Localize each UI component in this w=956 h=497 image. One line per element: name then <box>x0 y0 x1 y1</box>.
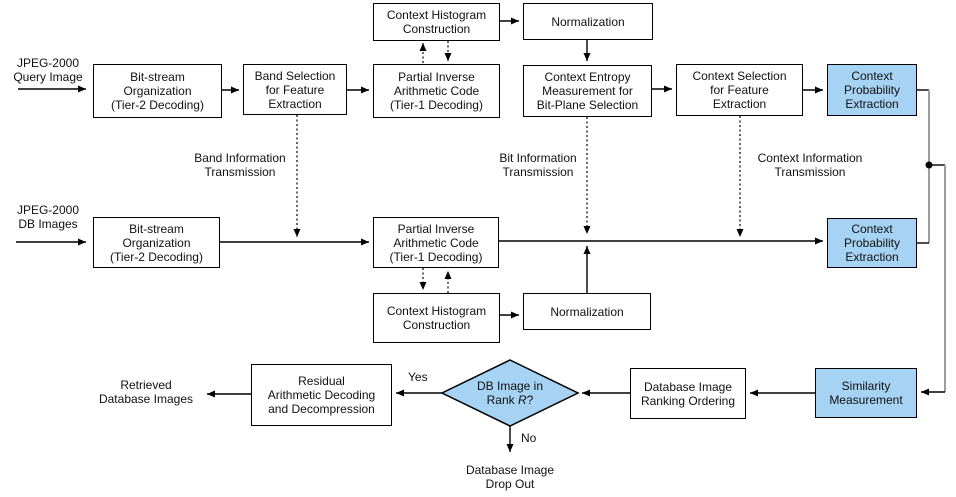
label-line: for Feature <box>265 82 325 97</box>
node-context-entropy: Context Entropy Measurement for Bit-Plan… <box>523 65 652 117</box>
label-line: Similarity <box>841 379 891 393</box>
label-line: Drop Out <box>485 477 535 491</box>
node-partial-inverse-top: Partial Inverse Arithmetic Code (Tier-1 … <box>373 64 500 118</box>
label-line: Measurement for <box>542 84 633 98</box>
label-line: Band Selection <box>254 68 336 83</box>
label-line: Probability <box>843 236 901 250</box>
label-yes: Yes <box>408 370 428 384</box>
node-context-probability-top: Context Probability Extraction <box>827 64 917 116</box>
label-line: Bit-stream <box>129 221 184 236</box>
node-context-probability-bottom: Context Probability Extraction <box>827 218 917 268</box>
decision-diamond <box>440 359 580 427</box>
label-line: Extraction <box>712 97 767 111</box>
label-db-input: JPEG-2000 DB Images <box>4 203 92 231</box>
label-band-information: Band Information Transmission <box>175 151 305 179</box>
label-line: Context <box>851 222 893 236</box>
label-line: (Tier-2 Decoding) <box>110 249 203 264</box>
node-context-selection: Context Selection for Feature Extraction <box>676 64 803 116</box>
label-line: Context Histogram <box>386 304 487 318</box>
label-line: Extraction <box>845 250 899 264</box>
label-line: Query Image <box>13 70 83 84</box>
label-query-input: JPEG-2000 Query Image <box>4 56 92 84</box>
node-normalization-top: Normalization <box>523 3 653 40</box>
rank-suffix: ? <box>526 393 534 407</box>
label-line: Extraction <box>268 96 322 111</box>
label-line: (Tier-1 Decoding) <box>390 98 483 112</box>
node-ranking-ordering: Database Image Ranking Ordering <box>630 368 746 419</box>
node-context-histogram-bottom: Context Histogram Construction <box>373 293 500 343</box>
label-line: Band Information <box>194 151 286 165</box>
label-line: Arithmetic Decoding <box>267 388 376 402</box>
decision-label: DB Image in Rank R? <box>450 379 570 407</box>
label-line: Probability <box>843 83 901 97</box>
label-line: Normalization <box>550 304 624 319</box>
label-line: Bit-Plane Selection <box>536 98 639 112</box>
label-line: DB Image in <box>476 379 544 393</box>
node-similarity-measurement: Similarity Measurement <box>815 368 917 418</box>
label-no: No <box>521 431 537 445</box>
label-line: Transmission <box>774 165 846 179</box>
node-band-selection: Band Selection for Feature Extraction <box>243 64 347 115</box>
label-line: Measurement <box>829 393 903 407</box>
label-line: Context Histogram <box>386 8 487 22</box>
label-line: JPEG-2000 <box>16 203 80 217</box>
label-line: JPEG-2000 <box>16 56 80 70</box>
label-line: Organization <box>123 84 192 98</box>
label-line: Arithmetic Code <box>393 235 479 250</box>
label-line: DB Images <box>18 217 78 231</box>
label-line: and Decompression <box>268 402 375 416</box>
label-line: Extraction <box>845 97 899 111</box>
label-line: Bit Information <box>499 151 577 165</box>
label-line: Context <box>851 69 893 83</box>
label-line: Bit-stream <box>130 70 185 84</box>
node-context-histogram-top: Context Histogram Construction <box>373 3 500 41</box>
rank-variable: R <box>518 393 527 407</box>
node-normalization-bottom: Normalization <box>523 293 651 330</box>
label-line: Database Image <box>643 379 733 394</box>
node-partial-inverse-bottom: Partial Inverse Arithmetic Code (Tier-1 … <box>373 217 499 268</box>
label-line: Residual <box>298 374 345 388</box>
label-line: (Tier-1 Decoding) <box>389 249 483 264</box>
label-line: Rank R? <box>450 393 570 407</box>
label-line: Organization <box>122 235 191 250</box>
node-bitstream-organization-db: Bit-stream Organization (Tier-2 Decoding… <box>93 217 220 268</box>
label-line: Context Entropy <box>544 70 631 84</box>
label-line: Database Images <box>98 392 194 406</box>
label-line: Retrieved <box>120 378 172 392</box>
label-line: Transmission <box>204 165 276 179</box>
rank-prefix: Rank <box>486 393 518 407</box>
label-line: Database Image <box>465 463 555 477</box>
label-line: (Tier-2 Decoding) <box>111 98 204 112</box>
label-line: for Feature <box>710 83 769 97</box>
label-line: Partial Inverse <box>397 221 475 236</box>
label-line: Normalization <box>551 14 625 29</box>
label-line: Construction <box>402 22 471 36</box>
label-drop-out: Database Image Drop Out <box>440 463 580 491</box>
label-line: Arithmetic Code <box>393 84 480 98</box>
label-retrieved-images: Retrieved Database Images <box>76 378 216 406</box>
label-line: Transmission <box>502 165 574 179</box>
label-line: Context Information <box>757 151 863 165</box>
label-context-information: Context Information Transmission <box>745 151 875 179</box>
junction-dot <box>925 161 933 169</box>
node-bitstream-organization-query: Bit-stream Organization (Tier-2 Decoding… <box>93 64 222 118</box>
node-residual-decoding: Residual Arithmetic Decoding and Decompr… <box>251 364 392 426</box>
label-line: Construction <box>402 318 471 332</box>
label-line: Partial Inverse <box>398 70 475 84</box>
label-bit-information: Bit Information Transmission <box>473 151 603 179</box>
label-line: Context Selection <box>692 69 787 83</box>
label-line: Ranking Ordering <box>640 393 736 408</box>
